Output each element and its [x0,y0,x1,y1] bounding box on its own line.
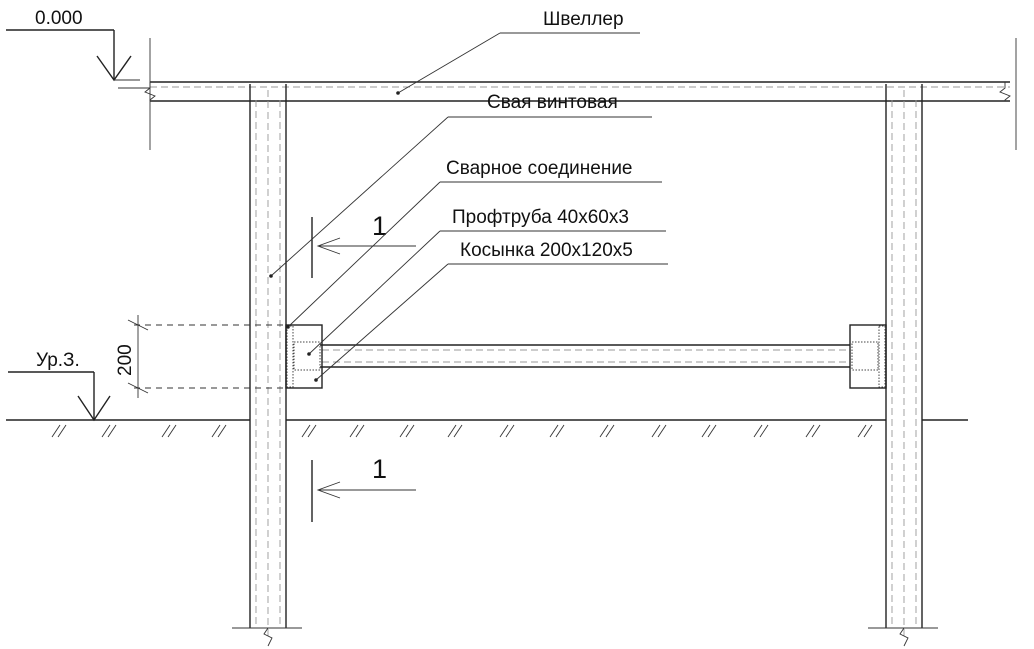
ground-hatching [51,424,873,438]
dimension-200: 200 [115,315,288,398]
gusset-right [849,324,887,389]
screw-pile-right [868,84,938,647]
leader-profile-tube: Профтруба 40х60х3 [307,207,666,356]
section-bottom-label: 1 [372,454,387,484]
gusset-label: Косынка 200х120х5 [460,240,633,261]
elevation-zero-label: 0.000 [35,8,83,29]
ground-line [6,419,968,438]
channel-beam [118,38,1017,150]
leader-gusset: Косынка 200х120х5 [314,240,668,382]
screw-pile-label: Свая винтовая [487,92,618,113]
gusset-left [285,324,323,389]
elevation-mark-zero: 0.000 [6,8,140,82]
leader-weld: Сварное соединение [286,158,662,329]
section-mark-bottom: 1 [311,454,416,522]
dimension-200-label: 200 [115,344,136,376]
channel-label: Швеллер [543,9,624,30]
screw-pile-left [232,84,302,647]
leader-screw-pile: Свая винтовая [269,92,652,278]
weld-label: Сварное соединение [446,158,633,179]
section-top-label: 1 [372,211,387,241]
section-mark-top: 1 [311,211,416,278]
ground-level-label: Ур.З. [36,350,80,371]
weld-right [878,325,886,388]
ground-level-mark: Ур.З. [8,350,111,422]
weld-left [286,325,294,388]
profile-tube [320,344,850,368]
leader-channel: Швеллер [396,9,640,95]
profile-tube-label: Профтруба 40х60х3 [452,207,629,228]
